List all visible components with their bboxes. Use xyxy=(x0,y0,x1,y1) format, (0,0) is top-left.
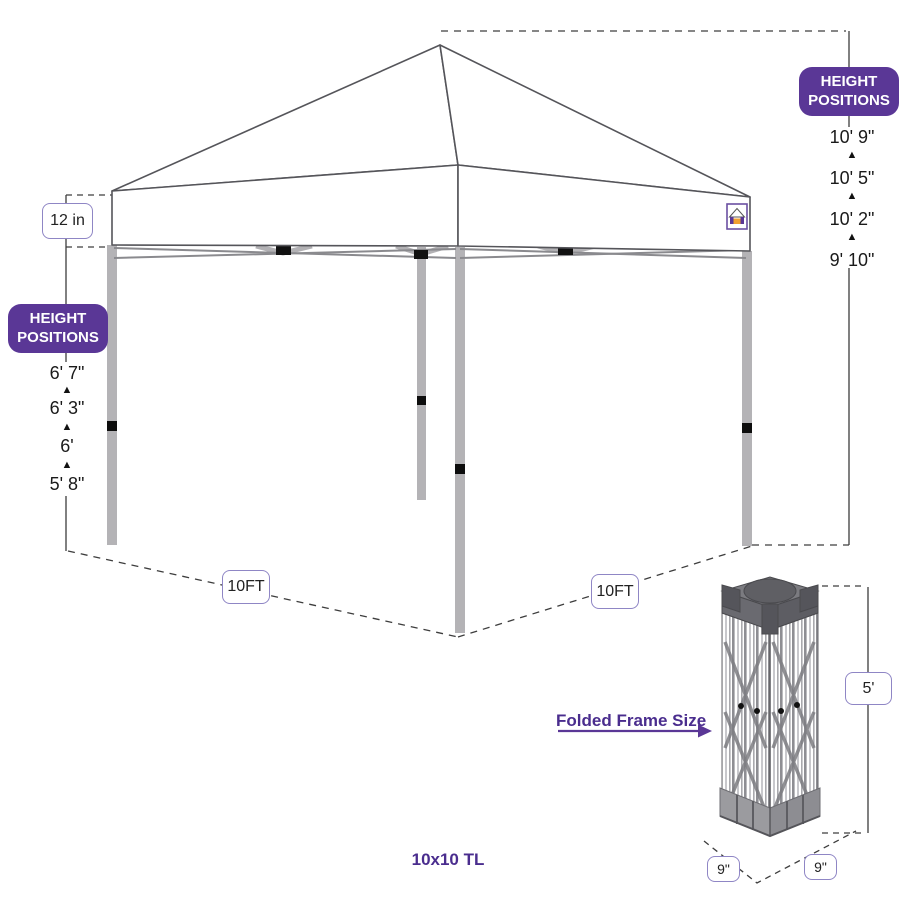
folded-frame-illustration xyxy=(719,576,821,838)
folded-frame-size-label: Folded Frame Size xyxy=(556,711,707,730)
bay-width-text: 10FT xyxy=(227,578,265,595)
badge-line1: HEIGHT xyxy=(820,72,878,90)
up-triangle-icon: ▲ xyxy=(61,384,73,396)
up-triangle-icon: ▲ xyxy=(846,231,858,243)
height-positions-badge-right: HEIGHT POSITIONS xyxy=(799,67,899,116)
tent-leg-back-center xyxy=(417,247,426,500)
folded-height-label: 5' xyxy=(845,672,892,705)
folded-width-text: 9" xyxy=(814,859,827,875)
bay-width-label-right: 10FT xyxy=(591,574,639,609)
leg-height-value: 6' 3" xyxy=(49,398,85,418)
up-triangle-icon: ▲ xyxy=(846,190,858,202)
folded-frame-arrow xyxy=(558,724,712,738)
folded-base-dashed xyxy=(703,830,857,884)
badge-line2: POSITIONS xyxy=(17,328,99,346)
tent-leg-right xyxy=(742,251,752,546)
peak-height-value: 10' 9" xyxy=(829,127,875,147)
badge-line1: HEIGHT xyxy=(29,309,87,327)
tent-legs xyxy=(107,245,752,633)
truss-brackets xyxy=(276,246,573,259)
folded-height-text: 5' xyxy=(862,679,875,697)
valance-right-wall xyxy=(457,164,751,252)
valance-height-text: 12 in xyxy=(50,212,85,229)
folded-top-cap xyxy=(720,576,820,635)
folded-width-label: 9" xyxy=(804,854,837,880)
leg-adjuster-bands xyxy=(107,396,752,474)
bay-width-label-left: 10FT xyxy=(222,570,270,604)
leg-height-value: 5' 8" xyxy=(49,474,85,494)
tent-leg-front-center xyxy=(455,247,465,633)
model-title: 10x10 TL xyxy=(411,850,485,869)
folded-body-left-face xyxy=(721,612,771,811)
valance-height-label: 12 in xyxy=(42,203,93,239)
leg-height-value: 6' xyxy=(60,436,74,456)
peak-height-value: 9' 10" xyxy=(829,250,875,270)
peak-height-value: 10' 5" xyxy=(829,168,875,188)
badge-line2: POSITIONS xyxy=(808,91,890,109)
up-triangle-icon: ▲ xyxy=(61,459,73,471)
folded-body-right-face xyxy=(769,612,819,811)
up-triangle-icon: ▲ xyxy=(846,149,858,161)
height-positions-badge-left: HEIGHT POSITIONS xyxy=(8,304,108,353)
leg-height-value: 6' 7" xyxy=(49,363,85,383)
canopy-top xyxy=(111,44,751,252)
frame-bolts xyxy=(738,702,800,714)
arrowhead-icon xyxy=(698,724,712,738)
canopy-logo-icon xyxy=(726,203,748,230)
bay-width-text: 10FT xyxy=(596,582,634,600)
tent-illustration xyxy=(107,44,752,633)
up-triangle-icon: ▲ xyxy=(61,421,73,433)
folded-depth-label: 9" xyxy=(707,856,740,882)
tent-leg-left xyxy=(107,245,117,545)
dimension-lines xyxy=(65,30,869,884)
folded-depth-text: 9" xyxy=(717,861,730,877)
peak-height-value: 10' 2" xyxy=(829,209,875,229)
